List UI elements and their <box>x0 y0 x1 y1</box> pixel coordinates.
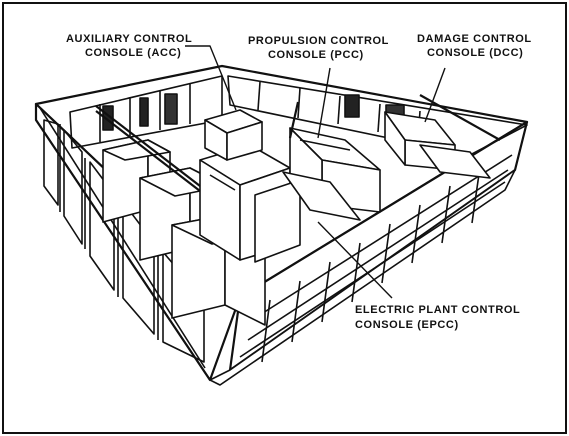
leader-lines <box>185 45 446 299</box>
dcc-console <box>384 111 491 179</box>
dcc-leader <box>424 67 446 123</box>
svg-text:ELECTRIC PLANT CONTROL: ELECTRIC PLANT CONTROL <box>355 304 520 316</box>
svg-text:CONSOLE (EPCC): CONSOLE (EPCC) <box>355 319 459 331</box>
acc-leader <box>185 45 237 111</box>
label-dcc: DAMAGE CONTROL CONSOLE (DCC) <box>417 33 532 59</box>
svg-text:CONSOLE (PCC): CONSOLE (PCC) <box>268 49 364 61</box>
svg-text:CONSOLE (ACC): CONSOLE (ACC) <box>85 47 181 59</box>
svg-text:PROPULSION CONTROL: PROPULSION CONTROL <box>248 35 389 47</box>
center-consoles <box>199 109 301 263</box>
epcc-leader <box>317 221 393 299</box>
railing <box>95 94 501 192</box>
svg-text:AUXILIARY CONTROL: AUXILIARY CONTROL <box>66 33 192 45</box>
svg-text:CONSOLE (DCC): CONSOLE (DCC) <box>427 47 523 59</box>
svg-text:DAMAGE CONTROL: DAMAGE CONTROL <box>417 33 532 45</box>
label-acc: AUXILIARY CONTROL CONSOLE (ACC) <box>66 33 192 59</box>
label-epcc: ELECTRIC PLANT CONTROL CONSOLE (EPCC) <box>355 304 520 331</box>
pcc-console <box>282 127 381 221</box>
label-pcc: PROPULSION CONTROL CONSOLE (PCC) <box>248 35 389 61</box>
pcc-leader <box>317 67 331 139</box>
